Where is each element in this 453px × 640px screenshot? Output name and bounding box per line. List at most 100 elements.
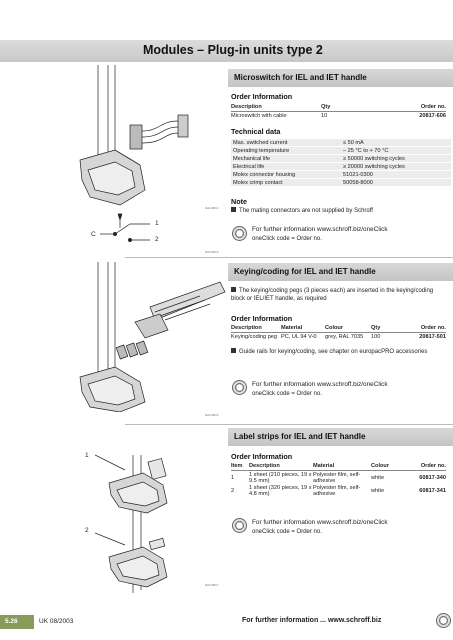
section-header-keying: Keying/coding for IEL and IET handle xyxy=(228,263,453,281)
tech-value: ≤ 50 mA xyxy=(341,139,451,147)
microswitch-handle-drawing xyxy=(79,65,189,206)
cell-material: Polyester film, self-adhesive xyxy=(313,471,361,484)
keying-handle-drawing xyxy=(79,262,226,412)
table-row: Mechanical life≥ 50000 switching cycles xyxy=(231,154,451,163)
order-info-heading: Order Information xyxy=(231,452,293,461)
tech-value: 50058-8000 xyxy=(341,178,451,187)
tech-label: Molex crimp contact xyxy=(231,178,341,187)
tech-label: Mechanical life xyxy=(231,154,341,163)
page-title: Modules – Plug-in units type 2 xyxy=(143,43,323,57)
tech-value: ≥ 20000 switching cycles xyxy=(341,162,451,171)
bullet-square-icon xyxy=(231,207,236,212)
bullet-square-icon xyxy=(231,348,236,353)
cell-description: Keying/coding peg xyxy=(231,333,278,340)
keying-order-table: Description Material Colour Qty Order no… xyxy=(231,325,446,340)
section-divider xyxy=(125,424,453,425)
col-qty: Qty xyxy=(321,104,401,112)
col-material: Material xyxy=(313,463,371,471)
item-label-1: 1 xyxy=(85,452,89,459)
cell-qty: 100 xyxy=(371,333,381,340)
further-info-link[interactable]: For further information www.schroff.biz/… xyxy=(252,226,388,233)
col-order-no: Order no. xyxy=(401,104,446,112)
col-colour: Colour xyxy=(371,463,399,471)
tech-value: – 25 °C to + 70 °C xyxy=(341,146,451,155)
footer-logo-icon xyxy=(436,613,451,628)
oneclick-code-note: oneClick code = Order no. xyxy=(252,236,322,242)
table-row: Keying/coding peg PC, UL 94 V-0 grey, RA… xyxy=(231,333,446,341)
bullet-text: The keying/coding pegs (3 pieces each) a… xyxy=(231,288,434,302)
figure-code: IEG16817 xyxy=(205,583,219,587)
keying-guide-rails-note: Guide rails for keying/coding, see chapt… xyxy=(231,348,446,357)
page-title-bar xyxy=(0,40,453,62)
cell-description: 1 sheet (320 pieces, 19 x 4.8 mm) xyxy=(249,484,312,497)
cell-order-no: 60817-340 xyxy=(419,474,446,481)
table-row: Electrical life≥ 20000 switching cycles xyxy=(231,162,451,171)
further-info-link[interactable]: For further information www.schroff.biz/… xyxy=(252,381,388,388)
oneclick-badge-icon xyxy=(232,518,247,533)
cell-material: PC, UL 94 V-0 xyxy=(281,333,317,340)
oneclick-badge-icon xyxy=(232,380,247,395)
col-material: Material xyxy=(281,325,325,333)
col-colour: Colour xyxy=(325,325,371,333)
page-number-badge: 5.26 xyxy=(0,615,34,629)
figure-code: IEG16814 xyxy=(205,206,219,210)
cell-material: Polyester film, self-adhesive xyxy=(313,484,361,497)
schematic-label-c: C xyxy=(91,231,96,238)
keying-description: The keying/coding pegs (3 pieces each) a… xyxy=(231,287,446,303)
table-row: Microswitch with cable 10 20817-606 xyxy=(231,112,446,120)
footer-website-link[interactable]: For further information ... www.schroff.… xyxy=(242,617,382,624)
table-header-row: Item Description Material Colour Order n… xyxy=(231,463,446,471)
item-label-2: 2 xyxy=(85,527,89,534)
section-title: Label strips for IEL and IET handle xyxy=(234,432,366,441)
oneclick-code-note: oneClick code = Order no. xyxy=(252,529,322,535)
cell-description: Microswitch with cable xyxy=(231,112,287,119)
tech-label: Molex connector housing xyxy=(231,170,341,179)
tech-label: Max. switched current xyxy=(231,139,341,147)
table-row: 1 1 sheet (210 pieces, 19 x 9.5 mm) Poly… xyxy=(231,471,446,485)
section-header-microswitch: Microswitch for IEL and IET handle xyxy=(228,69,453,87)
cell-description: 1 sheet (210 pieces, 19 x 9.5 mm) xyxy=(249,471,312,484)
figure-code: IEG16816 xyxy=(205,413,219,417)
section-title: Microswitch for IEL and IET handle xyxy=(234,73,367,82)
microswitch-order-table: Description Qty Order no. Microswitch wi… xyxy=(231,104,446,119)
cell-colour: white xyxy=(371,474,385,481)
table-row: Max. switched current≤ 50 mA xyxy=(231,139,451,147)
order-info-heading: Order Information xyxy=(231,92,293,101)
table-header-row: Description Material Colour Qty Order no… xyxy=(231,325,446,333)
tech-label: Electrical life xyxy=(231,162,341,171)
note-item: The mating connectors are not supplied b… xyxy=(231,207,446,216)
tech-value: ≥ 50000 switching cycles xyxy=(341,154,451,163)
cell-order-no: 20817-501 xyxy=(419,333,446,340)
oneclick-badge-icon xyxy=(232,226,247,241)
tech-value: 51021-0300 xyxy=(341,170,451,179)
col-description: Description xyxy=(231,325,281,333)
table-header-row: Description Qty Order no. xyxy=(231,104,446,112)
label-strips-order-table: Item Description Material Colour Order n… xyxy=(231,463,446,497)
table-row: 2 1 sheet (320 pieces, 19 x 4.8 mm) Poly… xyxy=(231,484,446,497)
cell-item: 1 xyxy=(231,474,235,481)
col-order-no: Order no. xyxy=(387,325,446,333)
edition-date: UK 08/2003 xyxy=(39,618,74,625)
tech-label: Operating temperature xyxy=(231,146,341,155)
cell-colour: grey, RAL 7035 xyxy=(325,333,364,340)
section-title: Keying/coding for IEL and IET handle xyxy=(234,267,376,276)
col-description: Description xyxy=(249,463,313,471)
microswitch-schematic xyxy=(100,213,150,242)
tech-data-heading: Technical data xyxy=(231,127,281,136)
cell-order-no: 60817-341 xyxy=(419,487,446,494)
col-order-no: Order no. xyxy=(399,463,446,471)
further-info-link[interactable]: For further information www.schroff.biz/… xyxy=(252,519,388,526)
cell-qty: 10 xyxy=(321,112,328,119)
col-description: Description xyxy=(231,104,321,112)
schematic-label-1: 1 xyxy=(155,220,159,227)
oneclick-code-note: oneClick code = Order no. xyxy=(252,391,322,397)
label-strips-drawing xyxy=(95,454,168,593)
section-divider xyxy=(125,257,453,258)
tech-data-table: Max. switched current≤ 50 mA Operating t… xyxy=(231,139,451,187)
note-text: The mating connectors are not supplied b… xyxy=(239,208,373,214)
note-heading: Note xyxy=(231,197,247,206)
cell-order-no: 20817-606 xyxy=(419,112,446,119)
col-qty: Qty xyxy=(371,325,387,333)
